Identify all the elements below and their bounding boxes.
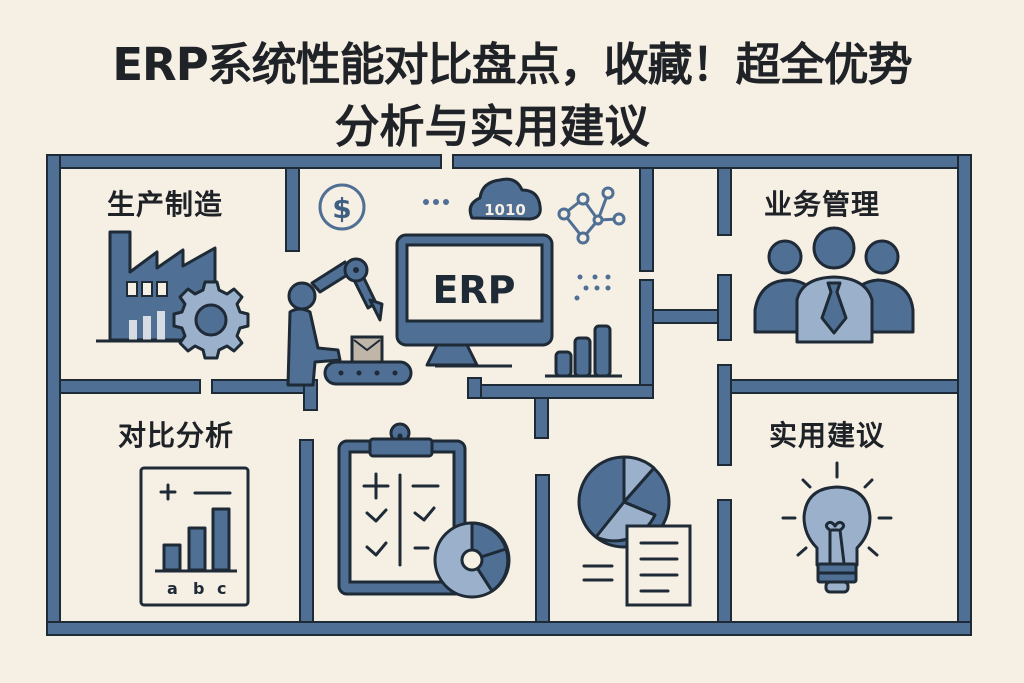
section-label-advice: 实用建议 [769, 419, 886, 452]
conveyor-icon [323, 335, 413, 386]
section-label-business: 业务管理 [764, 188, 881, 221]
bar-chart-icon [545, 324, 622, 378]
bar-chart-board-icon: a b c [139, 466, 250, 607]
factory-gear-icon [96, 230, 250, 360]
dollar-icon: $ [318, 183, 366, 231]
lightbulb-icon [781, 461, 893, 594]
section-label-comparison: 对比分析 [118, 419, 235, 452]
maze-walls [46, 154, 972, 636]
bar-labels: a b c [167, 579, 226, 598]
dots-decoration [423, 199, 611, 301]
cloud-text: 1010 [484, 201, 526, 219]
section-label-manufacturing: 生产制造 [107, 188, 224, 221]
clipboard-checklist-icon [337, 422, 467, 596]
page-title-line2: 分析与实用建议 [334, 100, 650, 153]
team-people-icon [753, 226, 915, 344]
network-nodes-icon [557, 186, 626, 245]
svg-text:$: $ [332, 192, 351, 225]
page-title-line1: ERP系统性能对比盘点，收藏！超全优势 [112, 38, 912, 91]
donut-chart-icon [433, 521, 511, 599]
cloud-data-icon: 1010 [468, 177, 542, 221]
monitor-icon: ERP [395, 233, 554, 368]
pie-document-icon [577, 455, 692, 607]
robot-arm-icon [286, 257, 384, 387]
monitor-erp-text: ERP [432, 268, 515, 312]
